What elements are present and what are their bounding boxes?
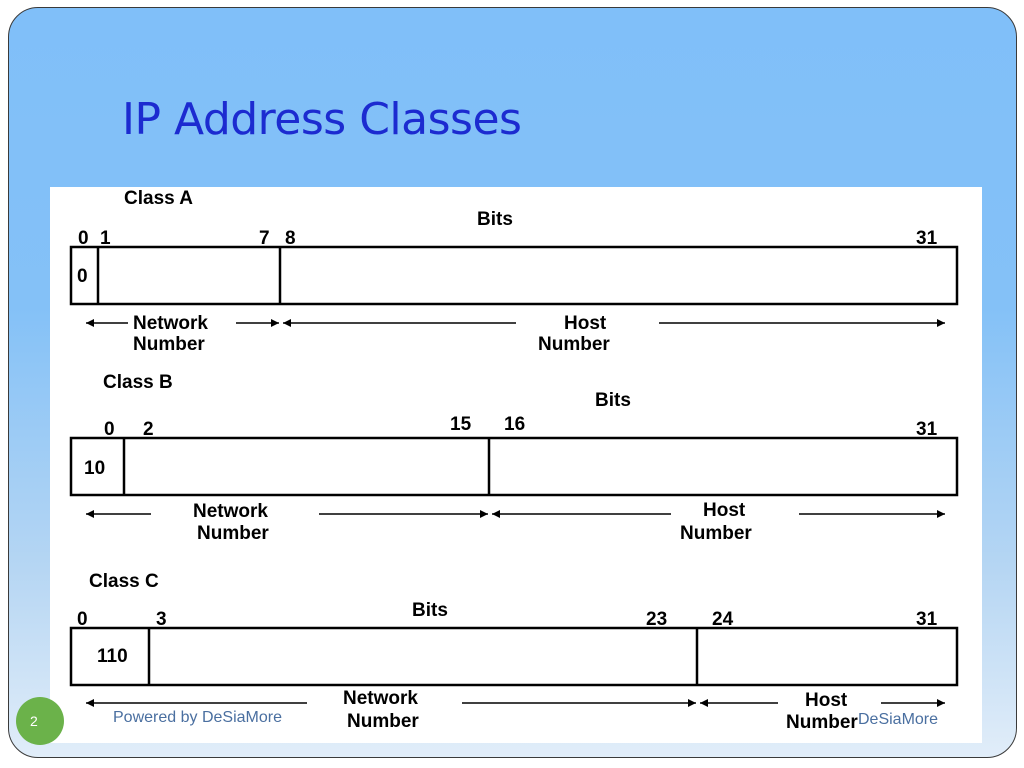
slide-number-badge: 2 xyxy=(16,697,64,745)
class-a-address-box xyxy=(69,245,959,306)
class-a-tick-7: 7 xyxy=(259,228,270,249)
class-a-section: Class A Bits 0 1 7 8 31 0 Network Number… xyxy=(69,188,959,355)
class-b-prefix: 10 xyxy=(84,458,105,479)
class-a-bits-label: Bits xyxy=(477,209,513,230)
class-c-address-box xyxy=(69,626,959,687)
class-c-host-label-1: Host xyxy=(805,690,848,711)
class-c-heading: Class C xyxy=(89,571,159,592)
class-a-tick-31: 31 xyxy=(916,228,938,249)
class-a-prefix: 0 xyxy=(77,266,88,287)
class-b-host-label-2: Number xyxy=(680,523,752,544)
class-c-tick-0: 0 xyxy=(77,609,88,630)
class-a-tick-8: 8 xyxy=(285,228,296,249)
footer-powered-by: Powered by DeSiaMore xyxy=(113,709,282,726)
class-b-bits-label: Bits xyxy=(595,390,631,411)
class-b-address-box xyxy=(69,436,959,497)
class-b-tick-15: 15 xyxy=(450,414,472,435)
class-c-tick-23: 23 xyxy=(646,609,667,630)
class-c-section: Class C Bits 0 3 23 24 31 110 Network Nu… xyxy=(69,571,959,733)
class-b-network-label-1: Network xyxy=(193,501,268,522)
class-a-tick-0: 0 xyxy=(78,228,89,249)
class-b-host-label-1: Host xyxy=(703,500,746,521)
class-c-tick-24: 24 xyxy=(712,609,734,630)
class-b-tick-0: 0 xyxy=(104,419,115,440)
class-c-host-label-2: Number xyxy=(786,712,858,733)
class-c-network-label-2: Number xyxy=(347,711,419,732)
class-b-heading: Class B xyxy=(103,372,173,393)
class-a-network-label-2: Number xyxy=(133,334,205,355)
class-c-tick-3: 3 xyxy=(156,609,167,630)
ip-classes-svg: Class A Bits 0 1 7 8 31 0 Network Number… xyxy=(69,188,959,733)
class-c-bits-label: Bits xyxy=(412,600,448,621)
class-a-host-label-2: Number xyxy=(538,334,610,355)
class-a-heading: Class A xyxy=(124,188,193,209)
class-c-tick-31: 31 xyxy=(916,609,938,630)
class-b-tick-2: 2 xyxy=(143,419,154,440)
class-a-host-label-1: Host xyxy=(564,313,607,334)
slide: IP Address Classes Class A Bits 0 1 7 8 … xyxy=(8,7,1017,758)
class-c-network-label-1: Network xyxy=(343,688,418,709)
slide-title: IP Address Classes xyxy=(122,94,522,145)
class-a-tick-1: 1 xyxy=(100,228,111,249)
class-b-section: Class B Bits 0 2 15 16 31 10 Network Num… xyxy=(69,372,959,544)
ip-classes-diagram: Class A Bits 0 1 7 8 31 0 Network Number… xyxy=(50,187,982,743)
class-a-network-label-1: Network xyxy=(133,313,208,334)
class-c-prefix: 110 xyxy=(97,646,128,667)
class-b-tick-31: 31 xyxy=(916,419,938,440)
class-b-network-label-2: Number xyxy=(197,523,269,544)
footer-brand: DeSiaMore xyxy=(858,711,939,728)
class-b-tick-16: 16 xyxy=(504,414,525,435)
